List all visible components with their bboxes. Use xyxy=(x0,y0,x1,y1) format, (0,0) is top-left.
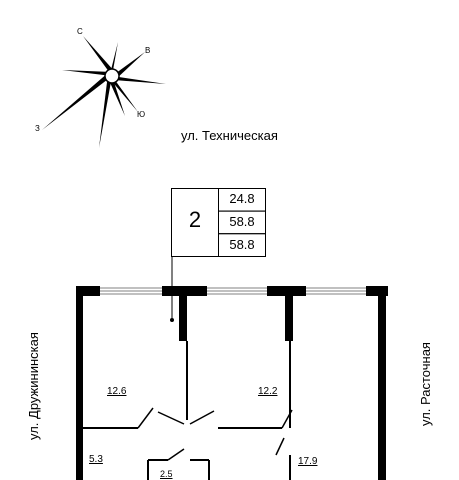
rooms-count: 2 xyxy=(188,207,202,232)
compass-south-letter: Ю xyxy=(137,110,146,119)
walls xyxy=(76,286,388,480)
street-left-label: ул. Дружининская xyxy=(26,332,41,440)
windows xyxy=(100,287,366,295)
doors xyxy=(137,407,293,461)
compass-west-letter: З xyxy=(35,124,40,133)
compass-ray-north xyxy=(83,36,115,76)
compass-ray-east xyxy=(112,76,166,84)
compass-ray-west xyxy=(42,72,112,130)
compass-ray-nnw xyxy=(110,42,118,76)
compass-ray-southwest xyxy=(99,74,112,148)
street-top-label: ул. Техническая xyxy=(181,128,278,143)
room-area-label: 2.5 xyxy=(160,469,173,479)
info-value-total: 58.8 xyxy=(229,214,255,229)
compass-ray-southeast xyxy=(110,76,138,112)
info-value-total-with-balcony: 58.8 xyxy=(229,237,255,252)
room-area-label: 17.9 xyxy=(298,456,318,467)
compass-north-letter: С xyxy=(77,27,83,36)
room-area-label: 12.2 xyxy=(258,386,278,397)
compass-ray-south xyxy=(108,76,125,116)
compass-ray-northwest xyxy=(62,70,112,76)
room-area-label: 5.3 xyxy=(89,454,103,465)
room-area-label: 12.6 xyxy=(107,386,127,397)
info-pointer-dot xyxy=(170,318,174,322)
street-right-label: ул. Расточная xyxy=(418,342,433,426)
compass-east-letter: В xyxy=(145,46,151,55)
info-value-living: 24.8 xyxy=(229,191,255,206)
compass-center xyxy=(104,68,120,84)
compass-ray-northeast xyxy=(112,52,145,79)
compass-rose xyxy=(42,36,166,148)
partitions xyxy=(83,341,291,480)
